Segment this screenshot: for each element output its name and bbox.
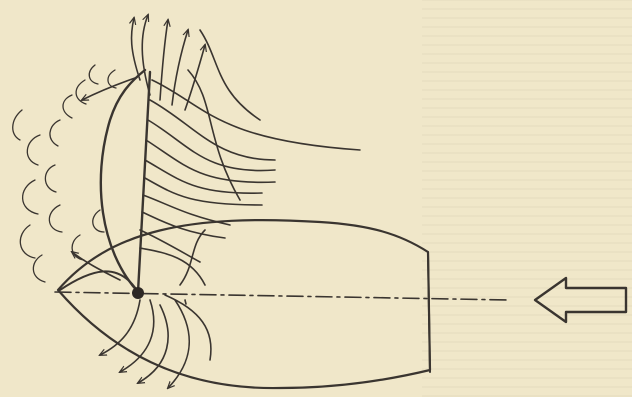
- pivot-point-icon: [132, 287, 144, 299]
- body-outline: [58, 220, 430, 388]
- axis-centerline: [55, 292, 510, 300]
- upwash-arrows: [82, 15, 260, 120]
- flow-direction-arrow-icon: [535, 278, 626, 322]
- body-rear-edge: [428, 252, 430, 372]
- downwash-arrows: [72, 230, 211, 388]
- blade-trailing-edge: [138, 72, 150, 292]
- blade-leading-edge: [101, 70, 145, 292]
